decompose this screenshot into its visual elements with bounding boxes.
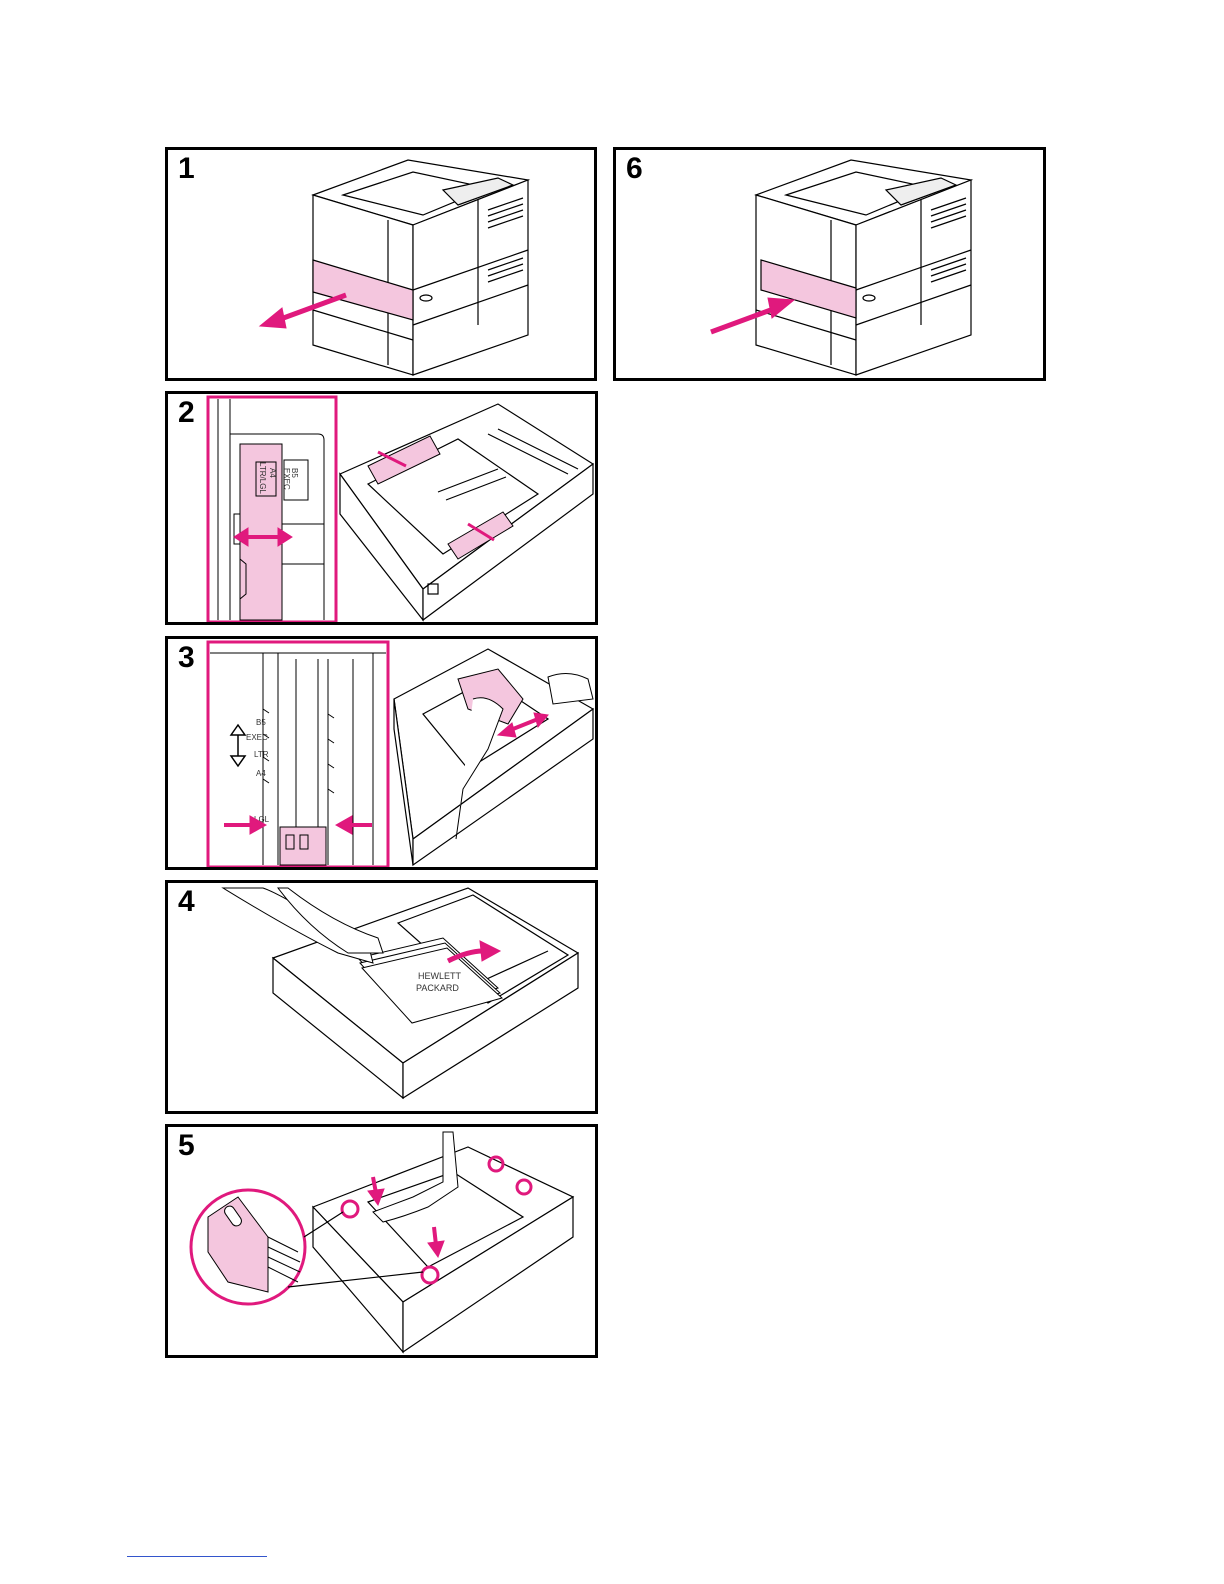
inset-label: LTR [254, 750, 269, 759]
printer-tray-out-illustration [168, 150, 597, 381]
inset-label: EXEC [282, 468, 291, 490]
tray-length-guide-illustration: B5 EXEC LTR A4 LGL [168, 639, 598, 870]
paper-brand-text: HEWLETT [418, 971, 462, 981]
step-3-panel: 3 B5 EXEC LTR A4 LGL [165, 636, 598, 870]
press-paper-down-illustration [168, 1127, 598, 1358]
paper-brand-text: PACKARD [416, 983, 459, 993]
inset-label: A4 [268, 468, 277, 478]
step-5-panel: 5 [165, 1124, 598, 1358]
inset-label: B5 [256, 718, 266, 727]
inset-label: EXEC [246, 733, 268, 742]
step-2-panel: 2 B5 EXEC A4 LTR/LGL [165, 391, 598, 625]
inset-label: LTR/LGL [258, 462, 267, 494]
tray-width-guide-illustration: B5 EXEC A4 LTR/LGL [168, 394, 598, 625]
footer-rule [127, 1556, 267, 1557]
step-4-panel: 4 HEWLETT PACKARD [165, 880, 598, 1114]
step-1-panel: 1 [165, 147, 597, 381]
printer-tray-in-illustration [616, 150, 1046, 381]
inset-label: A4 [256, 769, 266, 778]
step-6-panel: 6 [613, 147, 1046, 381]
load-paper-illustration: HEWLETT PACKARD [168, 883, 598, 1114]
